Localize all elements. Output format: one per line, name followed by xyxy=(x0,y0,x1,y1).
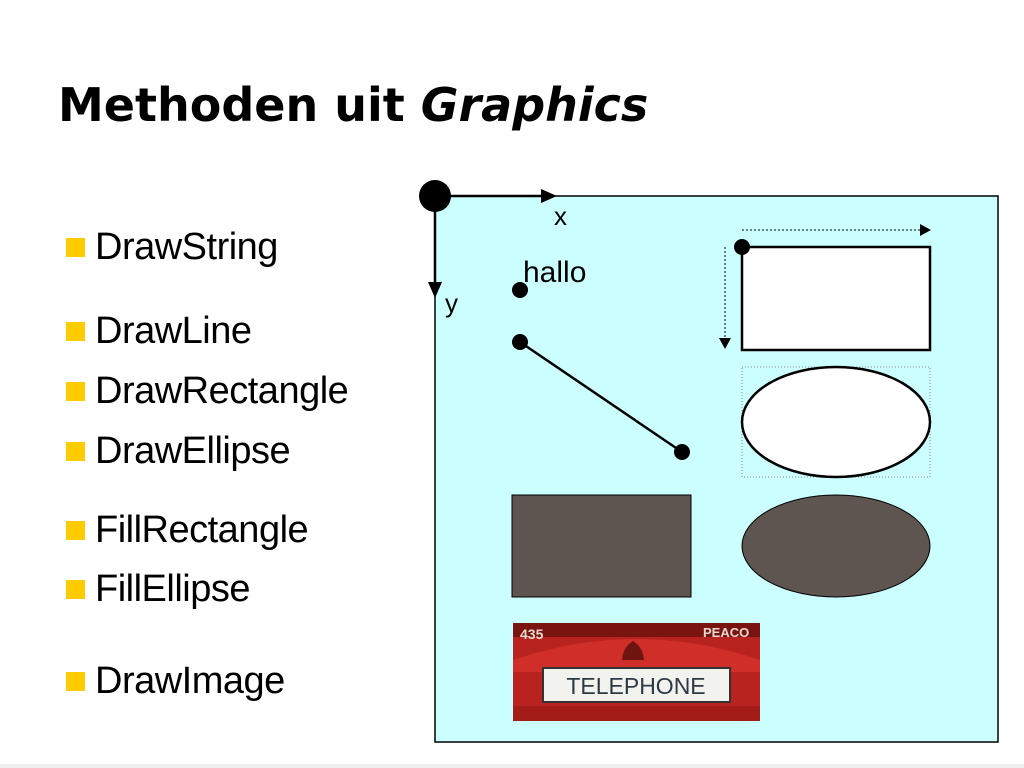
bullet-drawrectangle: DrawRectangle xyxy=(66,369,349,413)
telephone-sign xyxy=(542,667,731,703)
line-end-dot-icon xyxy=(674,444,690,460)
bullet-label: DrawRectangle xyxy=(95,370,349,412)
origin-dot-icon xyxy=(419,180,451,212)
drawellipse-sample xyxy=(740,365,932,479)
footer-divider xyxy=(0,764,1024,768)
slide-title-plain: Methoden uit xyxy=(58,78,405,132)
image-corner-text: PEACO xyxy=(703,625,749,640)
yellow-square-icon xyxy=(66,441,85,461)
height-arrow-icon xyxy=(719,338,731,349)
telephone-sign-text: TELEPHONE xyxy=(566,673,705,699)
bullet-label: DrawImage xyxy=(95,660,285,702)
slide-title: Methoden uit Graphics xyxy=(58,82,648,128)
image-top-band xyxy=(513,623,760,637)
yellow-square-icon xyxy=(66,381,85,401)
y-axis-arrow-icon xyxy=(428,282,442,298)
drawline-sample xyxy=(512,334,690,460)
crown-icon xyxy=(622,641,644,660)
slide-title-italic: Graphics xyxy=(420,78,649,132)
width-arrow-icon xyxy=(920,224,931,236)
drawstring-sample: hallo xyxy=(512,256,586,298)
filled-rectangle xyxy=(511,494,692,598)
sample-line xyxy=(519,340,683,454)
yellow-square-icon xyxy=(66,321,85,341)
filled-ellipse xyxy=(741,494,931,598)
bullet-drawimage: DrawImage xyxy=(66,659,285,703)
yellow-square-icon xyxy=(66,520,85,540)
coordinate-axes: x y xyxy=(419,180,567,318)
bullet-label: DrawLine xyxy=(95,310,252,352)
bullet-drawstring: DrawString xyxy=(66,225,278,269)
line-start-dot-icon xyxy=(512,334,528,350)
telephone-box-image: 435 PEACO TELEPHONE xyxy=(513,623,760,721)
yellow-square-icon xyxy=(66,579,85,599)
bullet-label: FillEllipse xyxy=(95,568,250,610)
x-axis-label: x xyxy=(554,201,567,231)
bullet-fillrectangle: FillRectangle xyxy=(66,508,309,552)
yellow-square-icon xyxy=(66,671,85,691)
bullet-fillellipse: FillEllipse xyxy=(66,567,250,611)
y-axis-label: y xyxy=(445,288,458,318)
sample-rectangle xyxy=(740,245,932,352)
drawrectangle-sample xyxy=(719,224,932,352)
bullet-label: DrawString xyxy=(95,226,278,268)
bullet-label: DrawEllipse xyxy=(95,430,291,472)
image-number-text: 435 xyxy=(520,626,544,642)
yellow-square-icon xyxy=(66,237,85,257)
hallo-text: hallo xyxy=(523,256,586,289)
bullet-label: FillRectangle xyxy=(95,509,309,551)
anchor-dot-icon xyxy=(512,282,528,298)
sample-ellipse xyxy=(740,365,932,479)
image-lower-panel xyxy=(513,706,760,721)
bullet-drawline: DrawLine xyxy=(66,309,252,353)
x-axis-arrow-icon xyxy=(541,189,557,203)
bullet-drawellipse: DrawEllipse xyxy=(66,429,291,473)
rectangle-anchor-dot-icon xyxy=(734,239,750,255)
